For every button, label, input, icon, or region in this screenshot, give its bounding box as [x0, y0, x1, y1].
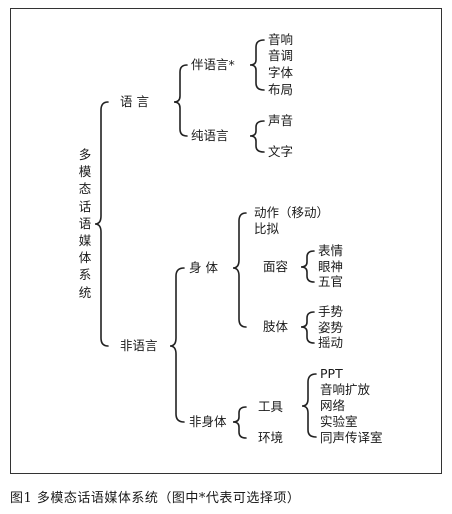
nonverbal-label: 非语言: [120, 338, 158, 353]
list-item: 文字: [268, 144, 294, 159]
nonbody-label: 非身体: [189, 414, 227, 429]
brace-root: [94, 101, 109, 347]
list-item: 摇动: [318, 335, 344, 350]
list-item: 字体: [268, 65, 294, 80]
brace-nonbody: [232, 406, 247, 439]
list-item: 姿势: [318, 320, 344, 335]
list-item: 眼神: [318, 259, 344, 274]
environment-label: 环境: [258, 430, 284, 445]
list-item: 音响: [268, 32, 294, 47]
pure-label: 纯语言: [191, 128, 229, 143]
brace-verbal: [173, 64, 188, 137]
diagram-frame: [10, 8, 442, 474]
list-item: 实验室: [320, 414, 358, 429]
list-item: 声音: [268, 113, 294, 128]
brace-pure: [249, 120, 265, 153]
list-item: 布局: [268, 82, 294, 97]
limbs-label: 肢体: [263, 319, 289, 334]
list-item: 五官: [318, 274, 344, 289]
brace-face: [300, 250, 315, 283]
brace-accompanying: [249, 39, 265, 91]
root-label: 多模态话语媒体系统: [78, 147, 92, 300]
list-item: 音调: [268, 48, 294, 63]
mimic-label: 比拟: [254, 221, 280, 236]
list-item: 网络: [320, 398, 346, 413]
verbal-label: 语 言: [120, 94, 149, 109]
brace-limbs: [300, 311, 315, 344]
list-item: PPT: [320, 366, 343, 381]
figure-caption: 图1 多模态话语媒体系统（图中*代表可选择项）: [10, 491, 301, 506]
accompanying-label: 伴语言*: [191, 57, 235, 72]
tools-label: 工具: [258, 399, 284, 414]
brace-tools: [301, 373, 317, 438]
brace-body: [232, 212, 247, 328]
motion-label: 动作（移动）: [254, 205, 330, 220]
list-item: 音响扩放: [320, 382, 371, 397]
list-item: 表情: [318, 243, 344, 258]
list-item: 同声传译室: [320, 430, 383, 445]
face-label: 面容: [263, 259, 289, 274]
list-item: 手势: [318, 304, 344, 319]
body-label: 身 体: [189, 260, 218, 275]
brace-nonverbal: [169, 267, 185, 423]
